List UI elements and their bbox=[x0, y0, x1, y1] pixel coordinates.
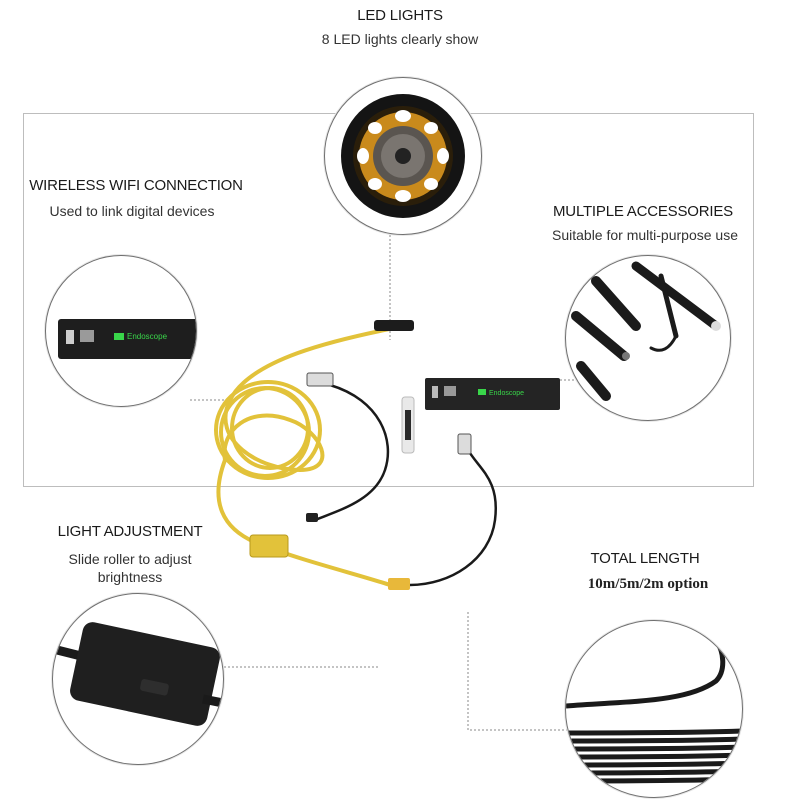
led-lights-desc: 8 LED lights clearly show bbox=[321, 31, 479, 47]
usb-a-plug-2-icon bbox=[457, 433, 472, 455]
accessories-photo bbox=[565, 255, 731, 421]
cable-coil-icon bbox=[566, 639, 742, 784]
usb-plug-icon bbox=[388, 578, 410, 590]
accessories-icon bbox=[571, 261, 721, 401]
led-ring-icon bbox=[341, 94, 465, 218]
camera-probe-icon bbox=[374, 320, 414, 331]
slider-box-icon bbox=[53, 622, 223, 726]
wifi-box-label: Endoscope bbox=[127, 332, 168, 341]
wifi-box-center-label: Endoscope bbox=[489, 390, 524, 397]
accessories-desc: Suitable for multi-purpose use bbox=[552, 227, 738, 243]
total-length-title: TOTAL LENGTH bbox=[590, 550, 700, 567]
light-adjustment-desc-2: brightness bbox=[97, 569, 163, 585]
total-length-desc: 10m/5m/2m option bbox=[587, 576, 709, 592]
usb-a-plug-icon bbox=[306, 372, 334, 387]
yellow-cable-icon bbox=[214, 323, 411, 587]
wifi-box-photo: Endoscope bbox=[45, 255, 197, 407]
wifi-desc: Used to link digital devices bbox=[49, 203, 215, 219]
wifi-box-center-icon bbox=[425, 378, 560, 410]
wifi-title: WIRELESS WIFI CONNECTION bbox=[29, 177, 243, 194]
accessories-title: MULTIPLE ACCESSORIES bbox=[553, 203, 733, 220]
led-lights-photo bbox=[324, 77, 482, 235]
total-length-photo bbox=[565, 620, 743, 798]
micro-usb-icon bbox=[306, 513, 318, 522]
light-adjustment-photo bbox=[52, 593, 224, 765]
wifi-box-icon: Endoscope bbox=[58, 319, 196, 359]
slider-control-icon bbox=[249, 534, 289, 558]
led-lights-title: LED LIGHTS bbox=[357, 7, 443, 24]
light-adjustment-desc-1: Slide roller to adjust bbox=[68, 551, 192, 567]
leader-length bbox=[467, 612, 575, 731]
black-cable-icon bbox=[314, 383, 498, 587]
light-adjustment-title: LIGHT ADJUSTMENT bbox=[57, 523, 203, 540]
